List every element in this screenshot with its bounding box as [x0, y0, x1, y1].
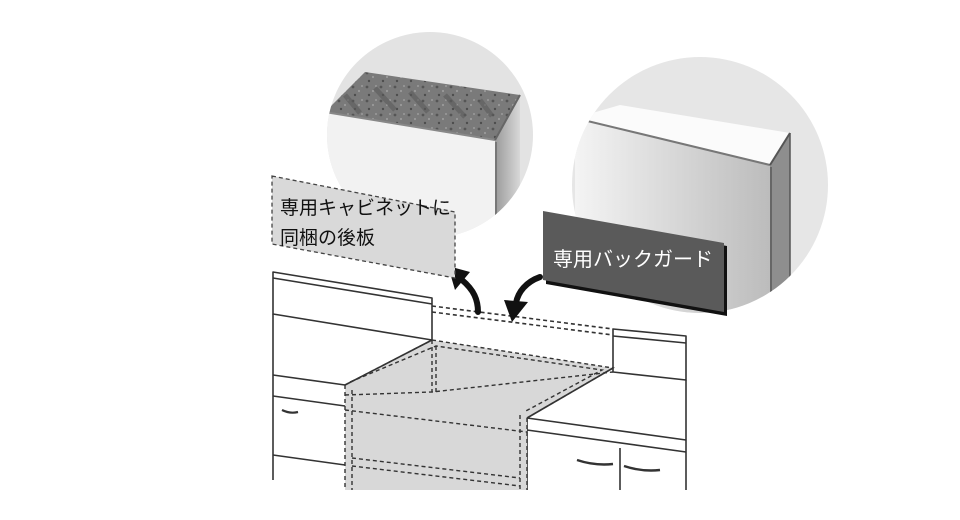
curved-arrow-down-icon: [504, 274, 543, 322]
callout-backguard: 専用バックガード: [543, 211, 727, 316]
right-handle-2: [623, 464, 661, 472]
callout-cabinet-back-panel-line1: 専用キャビネットに: [280, 197, 451, 219]
sink-cabinet: [344, 339, 616, 490]
callout-cabinet-back-panel-line2: 同梱の後板: [280, 227, 375, 249]
right-handle-1: [576, 458, 614, 466]
kitchen-counter-drawing: [272, 271, 687, 490]
callout-cabinet-back-panel: 専用キャビネットに 同梱の後板: [271, 175, 456, 279]
left-handle: [281, 409, 299, 414]
callout-backguard-label: 専用バックガード: [553, 247, 713, 271]
